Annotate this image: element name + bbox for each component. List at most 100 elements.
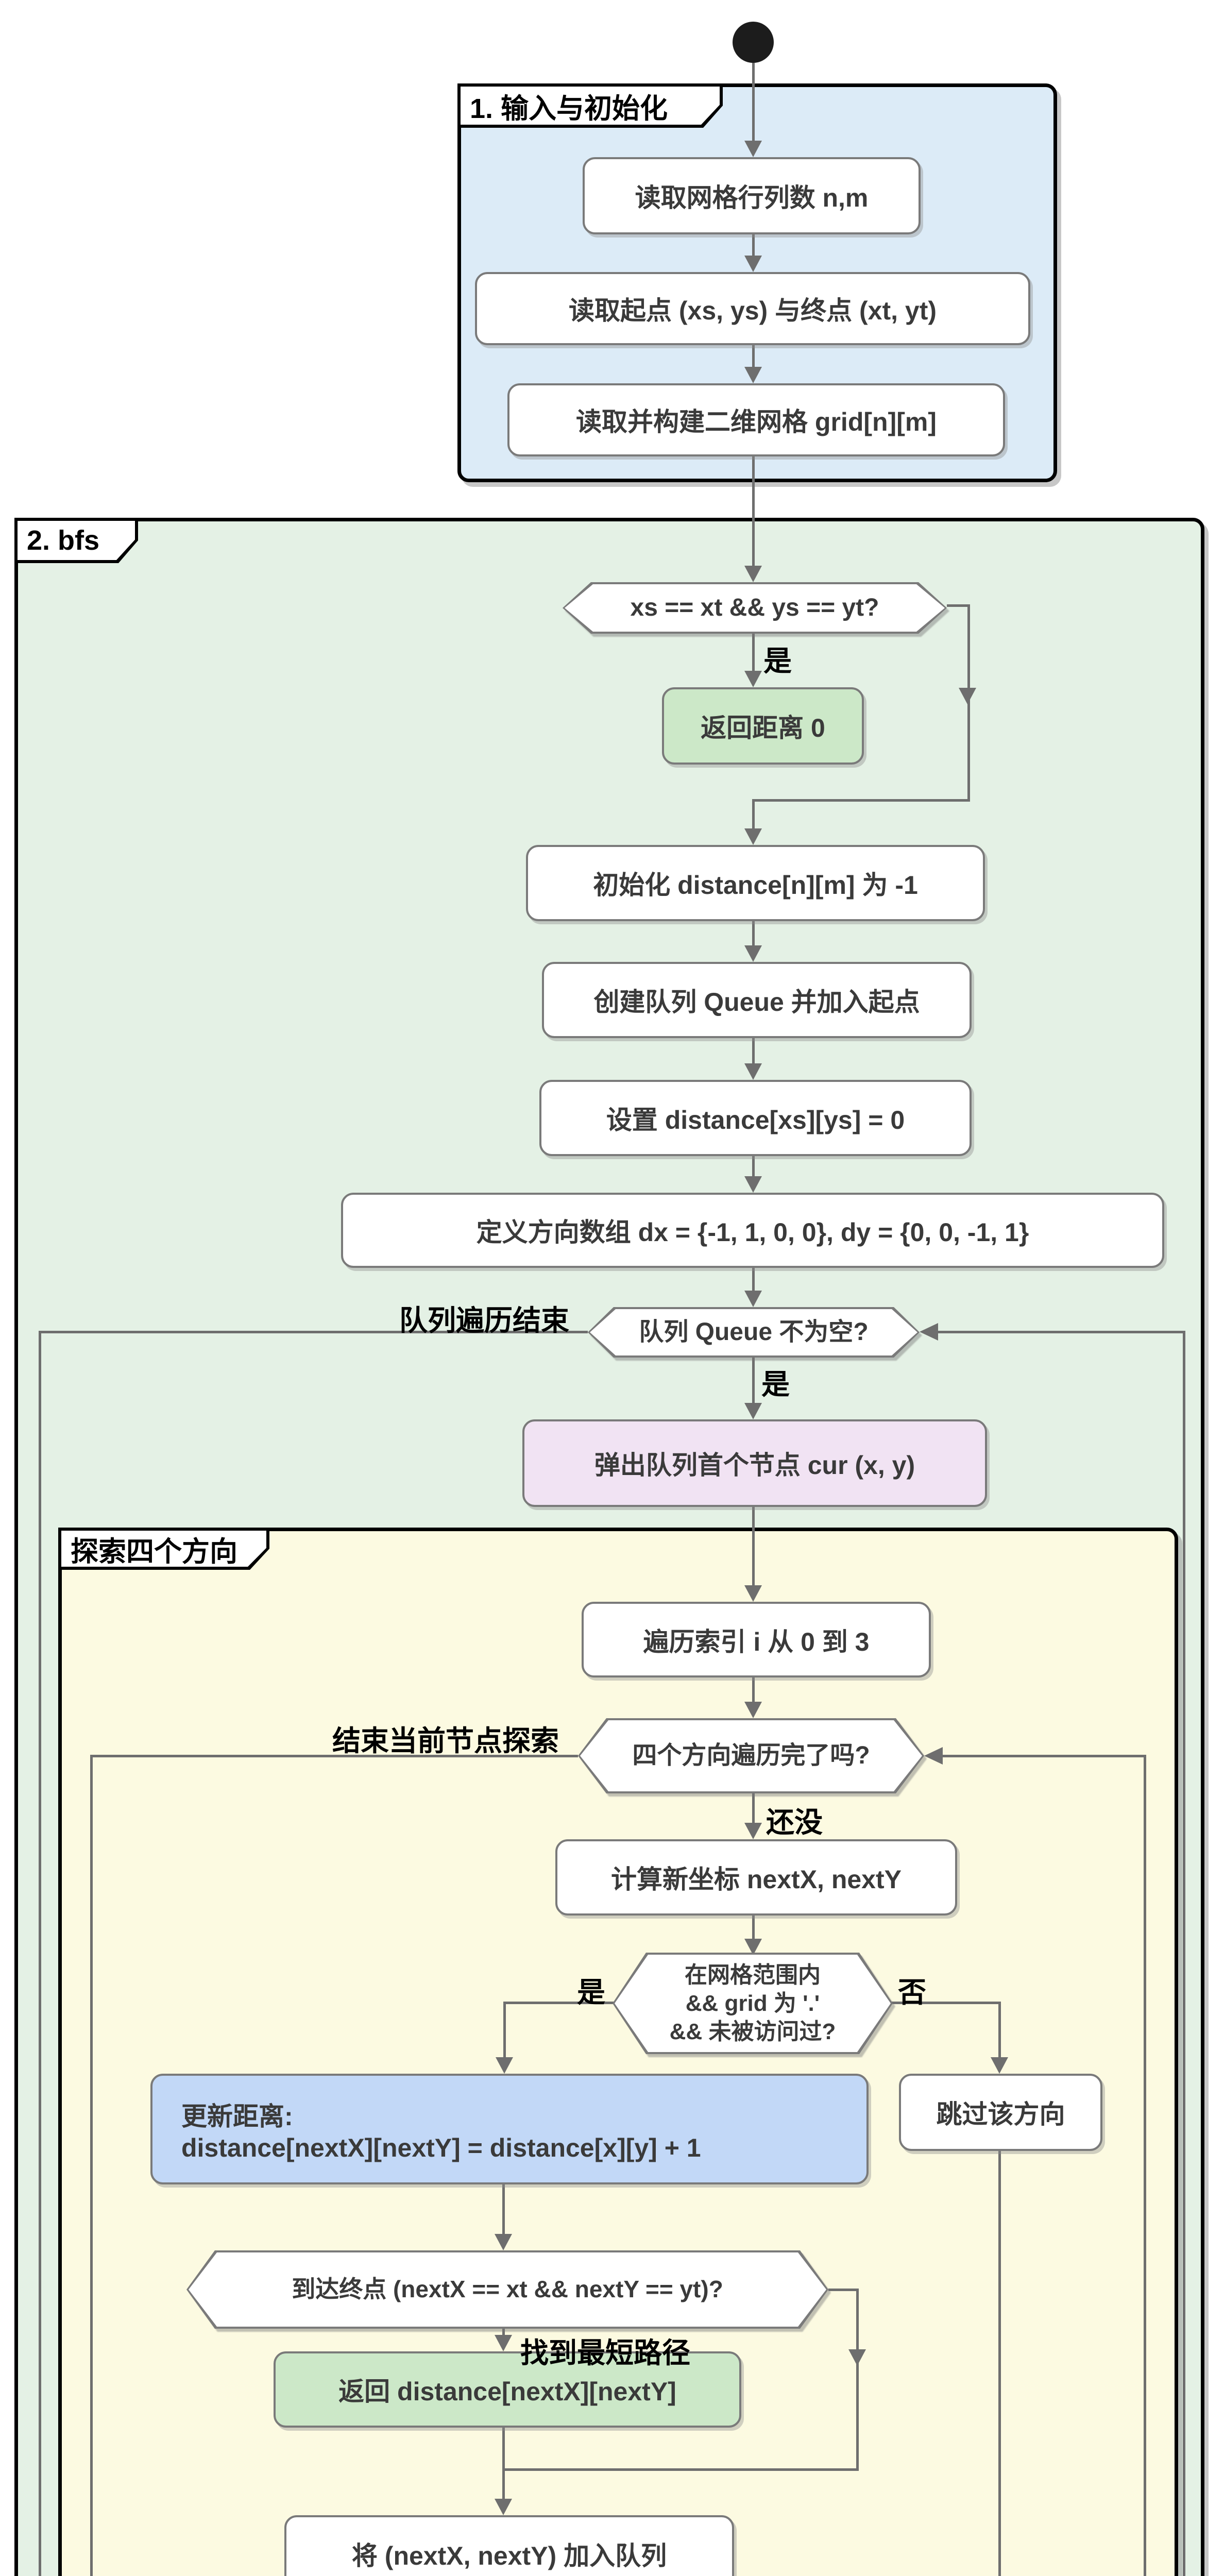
partition-bfs-title: 2. bfs bbox=[18, 521, 135, 560]
edge-reach-no-v bbox=[856, 2289, 859, 2469]
arrowhead bbox=[744, 1585, 762, 1602]
edge-init-to-create-queue bbox=[752, 921, 755, 946]
edge-calc-to-valid-check bbox=[752, 1916, 755, 1940]
partition-input-init-title: 1. 输入与初始化 bbox=[461, 87, 720, 125]
edge-return-to-enqueue bbox=[502, 2428, 505, 2500]
edge-outer-loopback-v bbox=[1183, 1331, 1185, 2576]
partition-explore-title: 探索四个方向 bbox=[61, 1531, 266, 1567]
edge-reach-no-h2 bbox=[503, 2468, 859, 2471]
edge-four-exit-v bbox=[90, 1755, 93, 2576]
node-read-nm: 读取网格行列数 n,m bbox=[583, 157, 921, 234]
edge-label-same-yes: 是 bbox=[763, 645, 792, 677]
decision-valid-check: 在网格范围内 && grid 为 '.' && 未被访问过? bbox=[613, 1953, 893, 2054]
edge-label-found-path: 找到最短路径 bbox=[520, 2337, 691, 2369]
edge-pop-to-loop-index bbox=[752, 1507, 755, 1586]
decision-queue-not-empty-label: 队列 Queue 不为空? bbox=[590, 1309, 917, 1355]
edge-valid-yes-v bbox=[503, 2002, 506, 2058]
edge-label-queue-exit: 队列遍历结束 bbox=[399, 1304, 570, 1336]
node-pop-node: 弹出队列首个节点 cur (x, y) bbox=[522, 1419, 987, 1507]
edge-label-queue-yes: 是 bbox=[761, 1368, 790, 1400]
decision-reach-target-label: 到达终点 (nextX == xt && nextY == yt)? bbox=[189, 2252, 826, 2327]
arrowhead bbox=[496, 2057, 513, 2074]
edge-valid-yes-h bbox=[504, 2002, 614, 2004]
edge-valid-no-h bbox=[892, 2002, 1000, 2004]
edge-four-notyet bbox=[752, 1793, 755, 1824]
node-init-distance: 初始化 distance[n][m] 为 -1 bbox=[526, 845, 985, 921]
arrowhead bbox=[495, 2335, 512, 2351]
edge-start-to-read-nm bbox=[752, 63, 755, 141]
arrowhead bbox=[920, 1323, 938, 1341]
node-define-dirs: 定义方向数组 dx = {-1, 1, 0, 0}, dy = {0, 0, -… bbox=[341, 1193, 1164, 1268]
arrowhead bbox=[744, 945, 762, 962]
edge-create-queue-to-set-start bbox=[752, 1038, 755, 1064]
arrowhead bbox=[744, 1939, 762, 1955]
edge-queue-exit-h1 bbox=[40, 1331, 588, 1333]
partition-explore-tab: 探索四个方向 bbox=[58, 1528, 269, 1570]
edge-update-to-reach-target bbox=[502, 2184, 505, 2235]
edge-set-start-to-dirs bbox=[752, 1156, 755, 1177]
decision-four-done-label: 四个方向遍历完了吗? bbox=[580, 1720, 922, 1791]
decision-reach-target: 到达终点 (nextX == xt && nextY == yt)? bbox=[186, 2250, 828, 2329]
edge-reach-no-h1 bbox=[828, 2289, 859, 2291]
arrowhead bbox=[744, 141, 762, 157]
node-return-distance: 返回 distance[nextX][nextY] bbox=[274, 2351, 741, 2428]
start-node bbox=[733, 22, 774, 63]
edge-skip-to-merge-v bbox=[998, 2151, 1001, 2576]
arrowhead bbox=[495, 2499, 512, 2515]
edge-loop-index-to-four-done bbox=[752, 1677, 755, 1703]
edge-check-same-no-h1 bbox=[947, 604, 970, 607]
arrowhead bbox=[744, 828, 762, 845]
edge-build-grid-to-check-same bbox=[752, 456, 755, 567]
decision-check-same: xs == xt && ys == yt? bbox=[563, 582, 947, 634]
edge-label-four-exit: 结束当前节点探索 bbox=[332, 1725, 559, 1757]
edge-merge-to-init bbox=[752, 799, 755, 829]
arrowhead bbox=[744, 367, 762, 383]
edge-read-points-to-build-grid bbox=[752, 345, 755, 368]
node-calc-next: 计算新坐标 nextX, nextY bbox=[555, 1839, 957, 1916]
arrowhead bbox=[991, 2057, 1008, 2074]
node-read-points: 读取起点 (xs, ys) 与终点 (xt, yt) bbox=[475, 272, 1030, 345]
node-update-distance: 更新距离: distance[nextX][nextY] = distance[… bbox=[150, 2074, 869, 2184]
edge-check-same-yes bbox=[752, 634, 755, 672]
node-set-start: 设置 distance[xs][ys] = 0 bbox=[539, 1080, 972, 1156]
edge-label-valid-no: 否 bbox=[898, 1976, 927, 2008]
arrowhead bbox=[744, 1823, 762, 1839]
arrowhead bbox=[744, 671, 762, 687]
edge-inner-loopback-h2 bbox=[943, 1755, 1146, 1757]
decision-four-done: 四个方向遍历完了吗? bbox=[578, 1718, 924, 1793]
decision-check-same-label: xs == xt && ys == yt? bbox=[565, 584, 945, 632]
partition-input-init-tab: 1. 输入与初始化 bbox=[457, 83, 723, 128]
edge-queue-yes bbox=[752, 1358, 755, 1404]
node-build-grid: 读取并构建二维网格 grid[n][m] bbox=[507, 383, 1005, 456]
node-return-zero: 返回距离 0 bbox=[662, 687, 864, 765]
node-loop-index: 遍历索引 i 从 0 到 3 bbox=[582, 1602, 931, 1677]
arrowhead bbox=[495, 2234, 512, 2250]
arrowhead bbox=[744, 1403, 762, 1419]
partition-bfs-tab: 2. bfs bbox=[14, 518, 138, 563]
edge-four-exit-h bbox=[91, 1755, 578, 1757]
edge-valid-no-v bbox=[998, 2002, 1001, 2058]
arrowhead bbox=[744, 1176, 762, 1193]
decision-valid-check-label: 在网格范围内 && grid 为 '.' && 未被访问过? bbox=[615, 1955, 891, 2052]
edge-inner-loopback-v bbox=[1144, 1755, 1146, 2576]
edge-outer-loopback-h2 bbox=[938, 1331, 1185, 1333]
edge-check-same-no-h2 bbox=[752, 799, 970, 802]
arrowhead bbox=[848, 2349, 866, 2366]
arrowhead bbox=[959, 688, 976, 704]
arrowhead bbox=[924, 1747, 943, 1765]
node-skip-direction: 跳过该方向 bbox=[899, 2074, 1102, 2151]
edge-label-four-not-yet: 还没 bbox=[766, 1806, 823, 1838]
edge-read-nm-to-read-points bbox=[752, 234, 755, 258]
arrowhead bbox=[744, 1702, 762, 1718]
edge-reach-target-yes bbox=[502, 2329, 505, 2337]
arrowhead bbox=[744, 566, 762, 582]
arrowhead bbox=[744, 1063, 762, 1080]
node-enqueue: 将 (nextX, nextY) 加入队列 bbox=[284, 2515, 734, 2576]
node-create-queue: 创建队列 Queue 并加入起点 bbox=[542, 962, 972, 1038]
decision-queue-not-empty: 队列 Queue 不为空? bbox=[588, 1307, 920, 1358]
edge-label-valid-yes: 是 bbox=[577, 1976, 606, 2008]
edge-queue-exit-v bbox=[39, 1331, 41, 2576]
edge-dirs-to-queue-check bbox=[752, 1268, 755, 1292]
arrowhead bbox=[744, 1291, 762, 1307]
